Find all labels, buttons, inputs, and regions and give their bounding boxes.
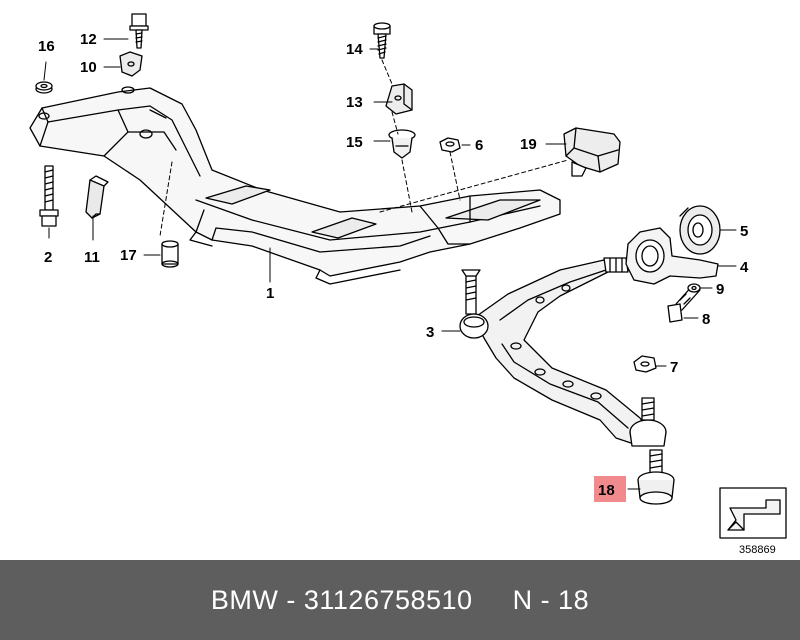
bracket-part-10	[119, 51, 143, 77]
label-part-15: 15	[346, 134, 363, 151]
clip-part-11	[85, 175, 109, 219]
ball-joint-part-18	[637, 449, 675, 505]
nut-part-6	[439, 137, 461, 153]
footer-bar: BMW - 31126758510 N - 18	[0, 560, 800, 640]
label-part-10: 10	[80, 59, 97, 76]
label-part-6: 6	[475, 137, 483, 154]
plug-part-15	[388, 129, 416, 159]
bolt-part-8	[667, 283, 701, 323]
label-part-12: 12	[80, 31, 97, 48]
label-part-11: 11	[84, 249, 100, 266]
leader-lines	[43, 38, 737, 490]
label-part-4: 4	[740, 259, 749, 276]
highlight-box	[594, 476, 626, 502]
axle-carrier-part	[29, 86, 561, 285]
part-number-caption: BMW - 31126758510 N - 18	[210, 584, 590, 615]
screw-part-14	[373, 22, 391, 59]
label-part-9: 9	[716, 281, 724, 298]
label-part-16: 16	[38, 38, 55, 55]
label-part-19: 19	[520, 136, 537, 153]
reference-number: 358869	[739, 544, 776, 556]
bolt-part-12	[129, 13, 149, 49]
clip-nut-part-13	[385, 83, 413, 115]
washer-part-9	[687, 283, 701, 293]
label-part-1: 1	[266, 285, 274, 302]
label-part-13: 13	[346, 94, 363, 111]
label-part-2: 2	[44, 249, 52, 266]
bolt-part-2	[39, 165, 59, 227]
label-part-14: 14	[346, 41, 363, 58]
bushing-bracket-part-4	[625, 227, 719, 285]
rubber-bushing-part-5	[679, 205, 721, 255]
nut-part-7	[633, 355, 657, 373]
direction-icon	[719, 487, 787, 539]
label-part-5: 5	[740, 223, 748, 240]
label-part-18: 18	[598, 482, 615, 499]
rubber-mount-part-19	[563, 127, 621, 177]
parts-diagram: 16 12 10 2 11 17 1 14 13 15 6 19 3 5 4 9…	[29, 13, 787, 556]
sleeve-part-17	[161, 240, 179, 268]
control-arm-part-3	[459, 257, 667, 447]
label-part-8: 8	[702, 311, 710, 328]
label-part-3: 3	[426, 324, 434, 341]
label-part-7: 7	[670, 359, 678, 376]
label-part-17: 17	[120, 247, 137, 264]
washer-part-16	[35, 81, 53, 94]
